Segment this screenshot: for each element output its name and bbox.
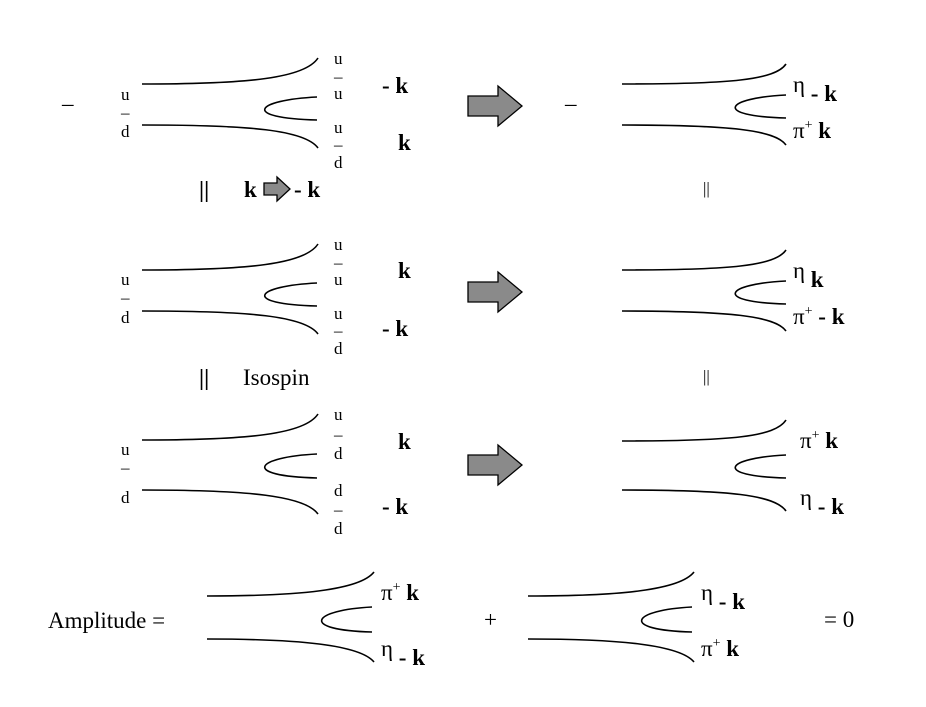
quark-line-top <box>621 419 787 442</box>
equality-bars-left: || <box>199 177 209 202</box>
plus-sign: + <box>484 607 497 632</box>
quark-line-bottom <box>206 638 375 663</box>
amp1-bottom-particle: η - k <box>381 636 425 670</box>
row3-transition-arrow <box>467 443 524 487</box>
row2-out-q2: u <box>334 270 343 289</box>
row2-momentum-bottom: - k <box>382 316 408 341</box>
row1-minus-sign: – <box>61 91 74 116</box>
equality-bars-left: || <box>199 365 209 390</box>
row2-in-quark-bottom: d <box>121 308 130 327</box>
row1-right-bottom-particle: π+ k <box>793 118 831 143</box>
row1-transition-arrow <box>467 84 524 128</box>
amp2-bottom-particle: π+ k <box>701 636 739 661</box>
relation-row2-row3: || Isospin || <box>199 365 710 390</box>
row3-out-q1: u <box>334 405 343 424</box>
row3-out-bar1: – <box>333 425 343 444</box>
row1-out-bar1: – <box>333 67 343 86</box>
quark-pair-loop <box>320 606 373 633</box>
row2-out-q3: u <box>334 304 343 323</box>
row-2: u – d u – u u – d k - k η k π+ - k <box>120 235 845 358</box>
row1-right-top-particle: η - k <box>793 72 837 106</box>
row2-momentum-top: k <box>398 258 411 283</box>
row3-momentum-top: k <box>398 429 411 454</box>
row-3: u – d u – d d – d k - k π+ k η - k <box>120 405 844 538</box>
row3-out-q3: d <box>334 481 343 500</box>
row1-right-minus-sign: – <box>564 91 577 116</box>
relation-k-to: - k <box>294 177 320 202</box>
quark-line-top <box>621 249 787 271</box>
quark-pair-loop <box>263 282 318 307</box>
row2-left-quark-lines <box>141 243 319 335</box>
row2-out-q1: u <box>334 235 343 254</box>
row3-out-q2: d <box>334 444 343 463</box>
row-1: – u – d u – u u – d - k k – η - k π+ k <box>61 49 837 172</box>
quark-pair-loop <box>263 453 318 479</box>
quark-line-bottom <box>141 124 319 149</box>
quark-pair-loop <box>263 96 318 121</box>
relation-k-from: k <box>244 177 257 202</box>
quark-line-bottom <box>621 124 787 146</box>
row1-momentum-top: - k <box>382 73 408 98</box>
row1-in-quark-bottom: d <box>121 122 130 141</box>
relation-small-arrow <box>263 175 291 203</box>
row3-left-quark-lines <box>141 413 319 515</box>
equality-bars-right: || <box>703 179 710 198</box>
quark-line-top <box>527 571 695 597</box>
row2-out-q4: d <box>334 339 343 358</box>
row3-in-quark-bottom: d <box>121 488 130 507</box>
amplitude-diagram-1-lines <box>206 571 375 663</box>
amp1-top-particle: π+ k <box>381 580 419 605</box>
quark-line-top <box>141 413 319 441</box>
row1-momentum-bottom: k <box>398 130 411 155</box>
row3-out-bar2: – <box>333 500 343 519</box>
row2-in-quark-top: u <box>121 270 130 289</box>
row1-in-bar: – <box>120 103 130 122</box>
quark-line-top <box>141 57 319 85</box>
quark-line-top <box>206 571 375 597</box>
quark-line-bottom <box>141 310 319 335</box>
amp2-top-particle: η - k <box>701 580 745 614</box>
row1-left-quark-lines <box>141 57 319 149</box>
row3-in-bar: – <box>120 458 130 477</box>
quark-pair-loop <box>734 280 787 305</box>
equality-bars-right: || <box>703 367 710 386</box>
row2-out-bar2: – <box>333 321 343 340</box>
equals-zero: = 0 <box>824 607 854 632</box>
row3-momentum-bottom: - k <box>382 494 408 519</box>
row2-right-quark-lines <box>621 249 787 332</box>
quark-line-bottom <box>621 310 787 332</box>
isospin-label: Isospin <box>243 365 310 390</box>
amplitude-row: Amplitude = π+ k η - k + η - k π+ k = 0 <box>48 571 854 670</box>
quark-pair-loop <box>734 94 787 119</box>
row2-transition-arrow <box>467 270 524 314</box>
row1-in-quark-top: u <box>121 85 130 104</box>
amplitude-label: Amplitude = <box>48 608 165 633</box>
row1-out-q3: u <box>334 118 343 137</box>
row1-right-quark-lines <box>621 63 787 146</box>
quark-pair-loop <box>734 454 787 479</box>
row1-out-q2: u <box>334 84 343 103</box>
quark-line-top <box>141 243 319 271</box>
quark-line-top <box>621 63 787 85</box>
row3-right-top-particle: π+ k <box>800 428 838 453</box>
relation-row1-row2: || k - k || <box>199 175 710 203</box>
quark-line-bottom <box>141 489 319 515</box>
row1-out-q1: u <box>334 49 343 68</box>
row2-right-top-particle: η k <box>793 258 824 292</box>
row3-right-quark-lines <box>621 419 787 512</box>
row3-in-quark-top: u <box>121 440 130 459</box>
quark-line-bottom <box>621 489 787 512</box>
row3-out-q4: d <box>334 519 343 538</box>
quark-line-bottom <box>527 638 695 663</box>
row2-right-bottom-particle: π+ - k <box>793 304 845 329</box>
row2-out-bar1: – <box>333 253 343 272</box>
amplitude-diagram-2-lines <box>527 571 695 663</box>
row2-in-bar: – <box>120 288 130 307</box>
row1-out-bar2: – <box>333 135 343 154</box>
row3-right-bottom-particle: η - k <box>800 485 844 519</box>
quark-pair-loop <box>640 606 693 633</box>
row1-out-q4: d <box>334 153 343 172</box>
